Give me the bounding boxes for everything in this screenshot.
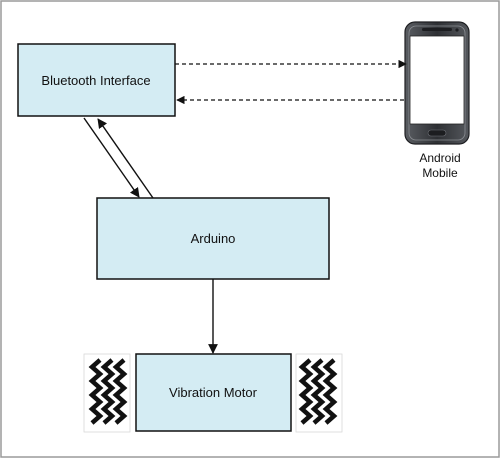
phone-camera-icon: [455, 28, 459, 32]
zigzag-vibration-icon: [310, 358, 326, 425]
phone-speaker-icon: [422, 28, 452, 31]
bluetooth-interface-box: [17, 43, 176, 117]
android-mobile-label-line1: Android: [419, 151, 460, 165]
arduino-box: [96, 197, 330, 280]
smartphone-icon: [404, 21, 470, 145]
zigzag-vibration-icon: [88, 358, 104, 425]
arduino-label: Arduino: [191, 231, 236, 246]
vibration-motor-box: [135, 353, 292, 432]
phone-screen: [409, 35, 465, 125]
zigzag-vibration-icon: [112, 358, 128, 425]
bluetooth-to-arduino-arrow: [83, 117, 140, 198]
zigzag-vibration-icon: [298, 358, 314, 425]
vibration-motor-label: Vibration Motor: [169, 385, 258, 400]
arduino-node: Arduino: [96, 197, 330, 280]
phone-bezel-highlight: [408, 25, 466, 141]
bluetooth-interface-label: Bluetooth Interface: [41, 73, 150, 88]
arduino-to-bluetooth-arrow: [97, 118, 154, 199]
zigzag-vibration-icon: [322, 358, 338, 425]
zigzag-vibration-icon: [100, 358, 116, 425]
bluetooth-interface-node: Bluetooth Interface: [17, 43, 176, 117]
phone-home-button-icon: [427, 129, 447, 137]
android-mobile-label-line2: Mobile: [422, 166, 458, 180]
right-vibration-icon: [295, 353, 343, 433]
vibration-motor-node: Vibration Motor: [135, 353, 292, 432]
left-vibration-icon: [83, 353, 131, 433]
